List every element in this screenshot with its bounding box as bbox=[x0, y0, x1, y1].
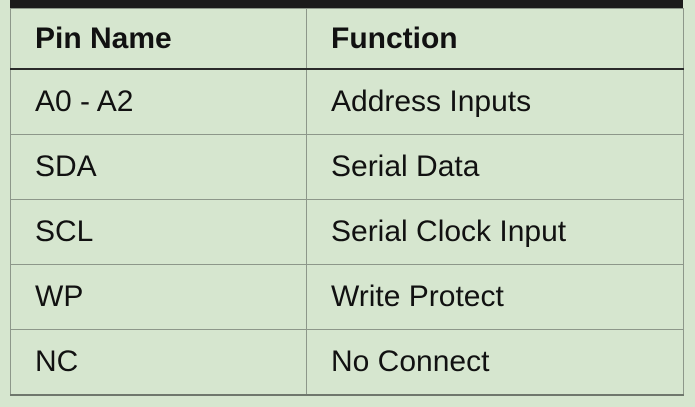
pin-function-table: Pin Name Function A0 - A2 Address Inputs… bbox=[10, 8, 684, 396]
table-row: A0 - A2 Address Inputs bbox=[10, 68, 684, 135]
table-row: NC No Connect bbox=[10, 329, 684, 396]
table-header-row: Pin Name Function bbox=[10, 8, 684, 70]
function-cell: Write Protect bbox=[306, 264, 684, 330]
pin-name-cell: SCL bbox=[10, 199, 307, 265]
function-cell: No Connect bbox=[306, 329, 684, 396]
table-row: SCL Serial Clock Input bbox=[10, 199, 684, 265]
function-cell: Serial Data bbox=[306, 134, 684, 200]
table-top-rule bbox=[10, 0, 683, 8]
header-function: Function bbox=[306, 8, 684, 70]
pin-name-cell: SDA bbox=[10, 134, 307, 200]
function-cell: Serial Clock Input bbox=[306, 199, 684, 265]
table-row: SDA Serial Data bbox=[10, 134, 684, 200]
pin-name-cell: WP bbox=[10, 264, 307, 330]
pin-name-cell: A0 - A2 bbox=[10, 68, 307, 135]
function-cell: Address Inputs bbox=[306, 68, 684, 135]
pin-name-cell: NC bbox=[10, 329, 307, 396]
header-pin-name: Pin Name bbox=[10, 8, 307, 70]
table-row: WP Write Protect bbox=[10, 264, 684, 330]
